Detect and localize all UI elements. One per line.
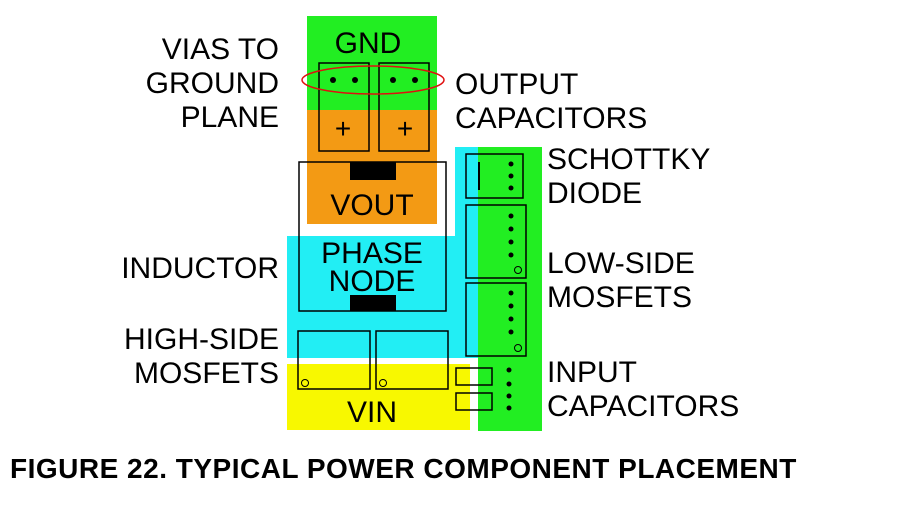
via-dot (508, 161, 514, 167)
mosfet-pin1-dot (514, 266, 522, 274)
inductor-label: INDUCTOR (121, 252, 279, 285)
low-side-mosfet-top (465, 204, 527, 279)
via-dot (506, 381, 512, 387)
gnd-label: GND (335, 27, 402, 60)
output-capacitor-left (318, 62, 370, 152)
low-side-mosfet-bottom (465, 282, 527, 357)
low-side-mosfets-label: LOW-SIDE MOSFETS (547, 247, 695, 314)
via-dot (508, 173, 514, 179)
via-dot (508, 185, 514, 191)
output-capacitor-right (378, 62, 430, 152)
vias-to-ground-plane-label: VIAS TO GROUND PLANE (145, 33, 279, 134)
via-dot (506, 405, 512, 411)
vias-highlight-ellipse (301, 65, 445, 95)
via-dot (508, 213, 514, 219)
via-dot (508, 290, 514, 296)
plus-mark-right: + (397, 113, 413, 144)
mosfet-pin1-dot (514, 344, 522, 352)
vin-region (287, 364, 470, 430)
via-dot (352, 77, 358, 83)
via-dot (508, 252, 514, 258)
high-side-mosfets-label: HIGH-SIDE MOSFETS (123, 323, 279, 390)
via-dot (390, 77, 396, 83)
via-dot (412, 77, 418, 83)
plus-mark-left: + (335, 113, 351, 144)
input-capacitors-label: INPUT CAPACITORS (547, 356, 740, 423)
vin-label: VIN (347, 396, 397, 429)
via-dot (508, 226, 514, 232)
via-dot (506, 367, 512, 373)
via-dot (508, 303, 514, 309)
input-capacitor-top (455, 367, 493, 386)
schottky-diode (465, 153, 524, 199)
mosfet-pin1-dot (301, 379, 309, 387)
via-dot (330, 77, 336, 83)
inductor-pad-top (350, 162, 396, 180)
via-dot (508, 329, 514, 335)
via-dot (508, 239, 514, 245)
mosfet-pin1-dot (379, 379, 387, 387)
inductor-pad-bottom (350, 295, 396, 311)
via-dot (508, 316, 514, 322)
high-side-mosfet-left (297, 330, 371, 390)
input-capacitor-bottom (455, 392, 493, 411)
phase-node-label-line1: PHASE (321, 237, 423, 270)
schottky-diode-label: SCHOTTKY DIODE (547, 143, 711, 210)
figure-caption: FIGURE 22. TYPICAL POWER COMPONENT PLACE… (10, 453, 797, 484)
output-capacitors-label: OUTPUT CAPACITORS (455, 68, 648, 135)
vout-label: VOUT (330, 189, 413, 222)
high-side-mosfet-right (375, 330, 449, 390)
via-dot (506, 393, 512, 399)
phase-node-label-line2: NODE (329, 265, 416, 298)
